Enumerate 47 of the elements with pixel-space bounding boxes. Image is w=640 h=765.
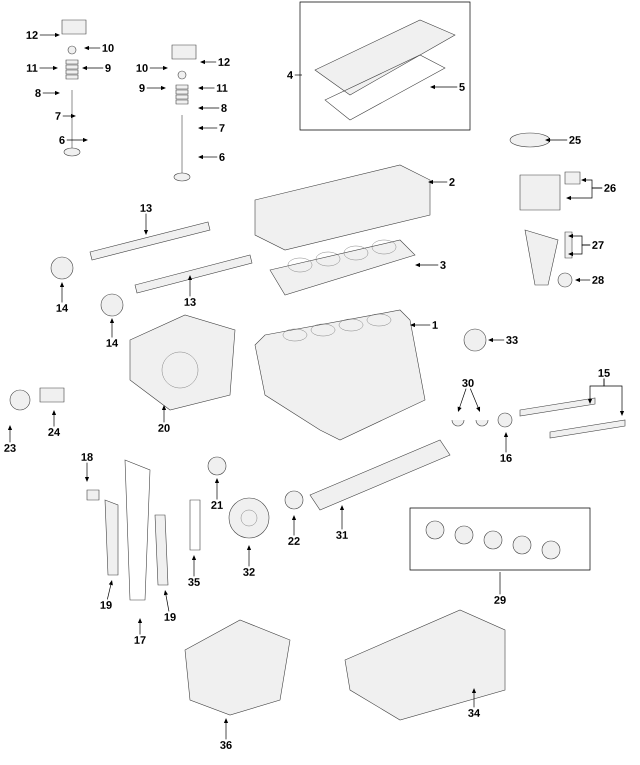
- callout-number: 35: [188, 578, 200, 586]
- callout-number: 20: [158, 424, 170, 432]
- callout-number: 14: [56, 304, 68, 312]
- leader-line: [294, 74, 302, 76]
- callout-number: 1: [432, 321, 438, 329]
- callout-number: 29: [494, 596, 506, 604]
- callout-number: 4: [287, 71, 293, 79]
- callout-number: 13: [184, 298, 196, 306]
- callout-number: 19: [164, 613, 176, 621]
- callout-number: 17: [134, 636, 146, 644]
- callout-number: 12: [218, 58, 230, 66]
- callout-number: 22: [288, 537, 300, 545]
- callout-number: 5: [459, 83, 465, 91]
- callout-number: 8: [221, 104, 227, 112]
- callout-number: 32: [243, 568, 255, 576]
- callout-number: 18: [82, 453, 93, 461]
- callout-number: 19: [100, 601, 112, 609]
- callout-number: 10: [136, 64, 148, 72]
- callout-number: 9: [105, 64, 111, 72]
- callout-number: 12: [26, 31, 38, 39]
- callout-number: 3: [440, 261, 446, 269]
- callout-number: 13: [140, 204, 152, 212]
- callout-number: 28: [592, 276, 604, 284]
- callout-number: 30: [462, 379, 474, 387]
- callout-number: 36: [220, 741, 232, 749]
- callout-number: 26: [604, 184, 616, 192]
- callout-number: 21: [211, 501, 223, 509]
- callout-number: 34: [468, 709, 480, 717]
- callout-number: 31: [336, 531, 348, 539]
- callout-number: 9: [139, 84, 145, 92]
- callout-number: 27: [592, 241, 604, 249]
- callout-number: 7: [55, 112, 61, 120]
- callout-number: 16: [500, 454, 512, 462]
- callout-number: 11: [216, 84, 228, 92]
- callout-number: 2: [449, 178, 455, 186]
- callout-number: 6: [59, 136, 65, 144]
- callout-number: 10: [102, 44, 114, 52]
- callout-number: 14: [106, 339, 118, 347]
- callout-number: 7: [219, 124, 225, 132]
- callout-number: 11: [26, 64, 38, 72]
- callout-number: 24: [48, 428, 60, 436]
- callout-number: 6: [219, 153, 225, 161]
- callout-number: 23: [4, 444, 16, 452]
- callout-number: 33: [506, 336, 518, 344]
- callout-number: 25: [569, 136, 581, 144]
- callout-number: 8: [35, 89, 41, 97]
- callout-number: 15: [598, 369, 610, 377]
